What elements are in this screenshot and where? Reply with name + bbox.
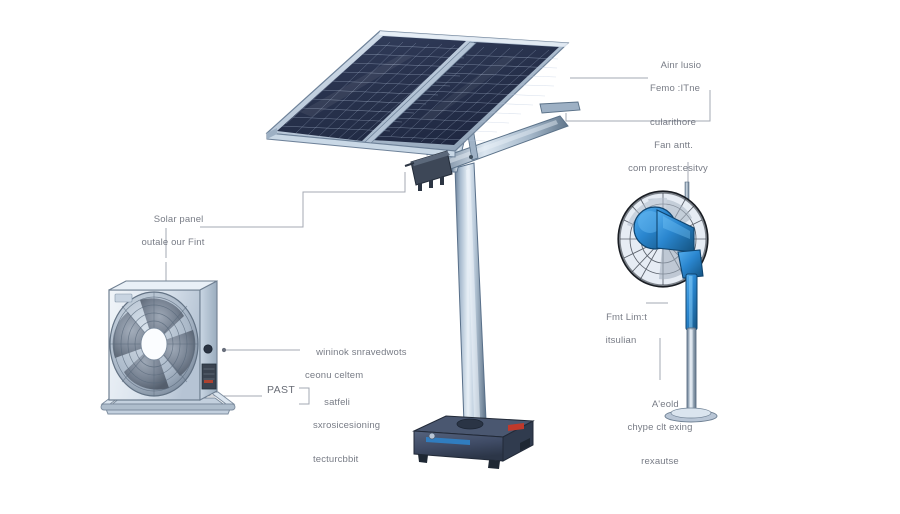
pedestal-fan bbox=[617, 181, 718, 423]
past-tag: PAST bbox=[267, 384, 296, 396]
callout-cooling-exhaust: A'eold chype clt exing rexautse bbox=[627, 398, 693, 468]
panel-cells-right bbox=[375, 46, 559, 145]
callout-fan-limit: Fmt Lim:t itsulian bbox=[605, 311, 648, 346]
callout-window-fan: wininok snravedwots ceonu celtem bbox=[305, 346, 407, 381]
solar-panel-array bbox=[265, 30, 570, 158]
callout-fan-unit: Fan antt. com prorest:esitvy bbox=[628, 139, 708, 174]
box-fan-knob bbox=[203, 344, 213, 354]
callout-battery-storage: satfeli sxrosicesioning tecturcbbit bbox=[313, 396, 381, 466]
box-fan bbox=[100, 280, 236, 415]
leader-lines bbox=[165, 77, 711, 405]
panel-junction-box bbox=[404, 150, 453, 191]
base-connector bbox=[426, 437, 470, 445]
callout-air-intake: Ainr lusio Femo :ITne cularithore bbox=[650, 59, 702, 129]
callout-solar-panel: Solar panel outale our Fint bbox=[141, 213, 205, 248]
controller-base bbox=[412, 415, 535, 469]
